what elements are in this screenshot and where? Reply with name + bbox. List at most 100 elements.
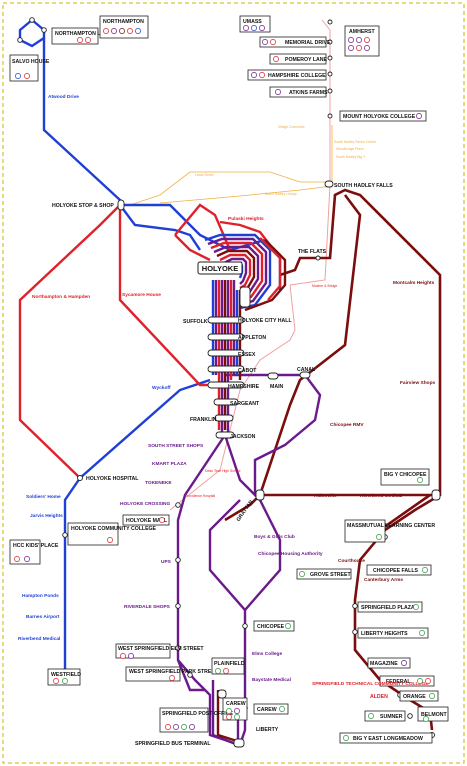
- label-montcalm: Montcalm Heights: [393, 280, 435, 286]
- station-suffolk: [207, 316, 245, 324]
- label-jarvis: Jarvis Heights: [30, 513, 63, 519]
- label-riverdale: RIVERDALE SHOPS: [124, 604, 171, 610]
- label-canterbury: Canterbury Arms: [364, 577, 403, 583]
- label-belmont: BELMONT: [421, 712, 447, 718]
- label-northampton: NORTHAMPTON: [103, 19, 144, 25]
- label-holyoke-stop-shop: HOLYOKE STOP & SHOP: [52, 203, 114, 209]
- label-holyoke-city-hall: HOLYOKE CITY HALL: [238, 318, 292, 324]
- label-umass: UMASS: [243, 19, 262, 25]
- label-mount-holyoke-college: MOUNT HOLYOKE COLLEGE: [343, 114, 416, 120]
- trunk-stations: [207, 286, 251, 439]
- label-big-y-chicopee: BIG Y CHICOPEE: [384, 472, 427, 478]
- label-salvo-house: SALVO HOUSE: [12, 59, 50, 65]
- label-wyckoff: Wyckoff: [152, 385, 171, 391]
- label-cabot: CABOT: [238, 368, 257, 374]
- label-jackson: JACKSON: [230, 434, 256, 440]
- label-soldiers: Soldiers' Home: [26, 494, 61, 500]
- label-federal: FEDERAL: [386, 679, 411, 685]
- label-main: MAIN: [270, 384, 284, 390]
- label-woodbridge: Woodbridge Place: [336, 147, 364, 151]
- station-essex: [207, 349, 245, 357]
- label-hampshire-college: HAMPSHIRE COLLEGE: [268, 73, 326, 79]
- label-suffolk: SUFFOLK: [183, 319, 208, 325]
- label-kmart: KMART PLAZA: [152, 461, 187, 467]
- label-dean-tech: Dean Tech High School: [205, 469, 241, 473]
- label-liberty-heights: LIBERTY HEIGHTS: [361, 631, 408, 637]
- label-appleton: APPLETON: [238, 335, 266, 341]
- holyoke-label-box: HOLYOKE: [197, 261, 243, 275]
- orange-route: [129, 125, 333, 206]
- red-route: [18, 203, 271, 479]
- label-carew-box: CAREW: [226, 701, 246, 707]
- label-sargeant: SARGEANT: [230, 401, 260, 407]
- label-ups: UPS: [161, 559, 172, 565]
- label-hcc: HOLYOKE COMMUNITY COLLEGE: [71, 526, 157, 532]
- label-the-flats: THE FLATS: [298, 249, 327, 255]
- label-mosher: Mosher & Bridge: [312, 284, 337, 288]
- station-cabot: [207, 365, 245, 373]
- label-atwood-drive: Atwood Drive: [48, 94, 79, 100]
- label-stcc: SPRINGFIELD TECHNICAL COMMUNITY COLLEGE: [312, 681, 429, 687]
- label-south-hadley-falls: SOUTH HADLEY FALLS: [334, 183, 393, 189]
- purple-route: [176, 373, 322, 747]
- label-orange: ORANGE: [403, 694, 426, 700]
- label-nh: Northampton & Hampden: [32, 294, 90, 300]
- label-chicopee: CHICOPEE: [257, 624, 285, 630]
- station-holyoke-city-hall-pill: [239, 286, 251, 308]
- label-village-commons: Village Commons: [278, 125, 305, 129]
- label-holyoke-crossing: HOLYOKE CROSSING: [120, 501, 170, 507]
- label-courthouse: Courthouse: [338, 558, 365, 564]
- label-sycamore: Sycamore House: [122, 292, 161, 298]
- label-westfield: WESTFIELD: [51, 672, 81, 678]
- label-rmv: Chicopee RMV: [330, 422, 364, 428]
- label-lamb-street: Lamb Street: [195, 173, 214, 177]
- label-massmutual: MASSMUTUAL LEARNING CENTER: [347, 523, 435, 529]
- label-canal: CANAL: [297, 367, 316, 373]
- label-hampshire: HAMPSHIRE: [228, 384, 260, 390]
- label-alden: ALDEN: [370, 694, 388, 700]
- label-fairview: Fairview Shops: [400, 380, 436, 386]
- label-magazine: MAGAZINE: [370, 661, 398, 667]
- station-sargeant: [213, 398, 239, 406]
- label-sumner: SUMNER: [380, 714, 403, 720]
- label-aldenville: Aldenville: [314, 493, 337, 499]
- label-memorial-drive: MEMORIAL DRIVE: [285, 40, 331, 46]
- label-sh-big-y: South Hadley Big Y: [336, 155, 366, 159]
- label-hcc-kids: HCC KIDS' PLACE: [13, 543, 59, 549]
- label-pulaski: Pulaski Heights: [228, 216, 264, 222]
- label-big-y-el: BIG Y EAST LONGMEADOW: [353, 736, 423, 742]
- station-franklin: [214, 414, 234, 422]
- label-essex: ESSEX: [238, 352, 256, 358]
- label-pomeroy-lane: POMEROY LANE: [285, 57, 328, 63]
- label-holyoke-mall: HOLYOKE MALL: [126, 518, 168, 524]
- label-amherst: AMHERST: [349, 29, 375, 35]
- label-chicopee-falls: CHICOPEE FALLS: [373, 568, 419, 574]
- label-spo: SPRINGFIELD POST OFFICE: [162, 711, 233, 717]
- label-atkins-farms: ATKINS FARMS: [289, 90, 328, 96]
- label-elms: Elms College: [252, 651, 282, 657]
- label-baystate: Baystate Medical: [252, 677, 291, 683]
- label-mhc-center: South Hadley Senior Center: [334, 140, 377, 144]
- label-hampton-ponds: Hampton Ponds: [22, 593, 59, 599]
- label-sh-library: South Hadley Library: [265, 192, 297, 196]
- holyoke-trunk: [211, 280, 242, 435]
- label-south-street: SOUTH STREET SHOPS: [148, 443, 204, 449]
- label-holyoke-hospital: HOLYOKE HOSPITAL: [86, 476, 139, 482]
- label-carew: CAREW: [257, 707, 277, 713]
- label-ws-park: WEST SPRINGFIELD PARK STREET: [129, 669, 219, 675]
- route-badges: [14, 25, 435, 741]
- colored-labels: Atwood Drive Pulaski Heights Northampton…: [18, 94, 436, 687]
- station-hampshire: [207, 381, 245, 389]
- label-sbt: SPRINGFIELD BUS TERMINAL: [135, 741, 211, 747]
- label-springfield-plaza: SPRINGFIELD PLAZA: [361, 605, 415, 611]
- label-cha: Chicopee Housing Authority: [258, 551, 323, 557]
- label-tokeneke: TOKENEKE: [145, 480, 172, 486]
- label-riverbend-1: Riverbend Medical: [360, 493, 402, 499]
- label-barnes: Barnes Airport: [26, 614, 60, 620]
- label-bgc: Boys & Girls Club: [254, 534, 295, 540]
- label-providence: Providence Hospital: [185, 494, 215, 498]
- label-northampton-lodging: NORTHAMPTON LODGING: [55, 31, 121, 37]
- station-appleton: [207, 333, 245, 341]
